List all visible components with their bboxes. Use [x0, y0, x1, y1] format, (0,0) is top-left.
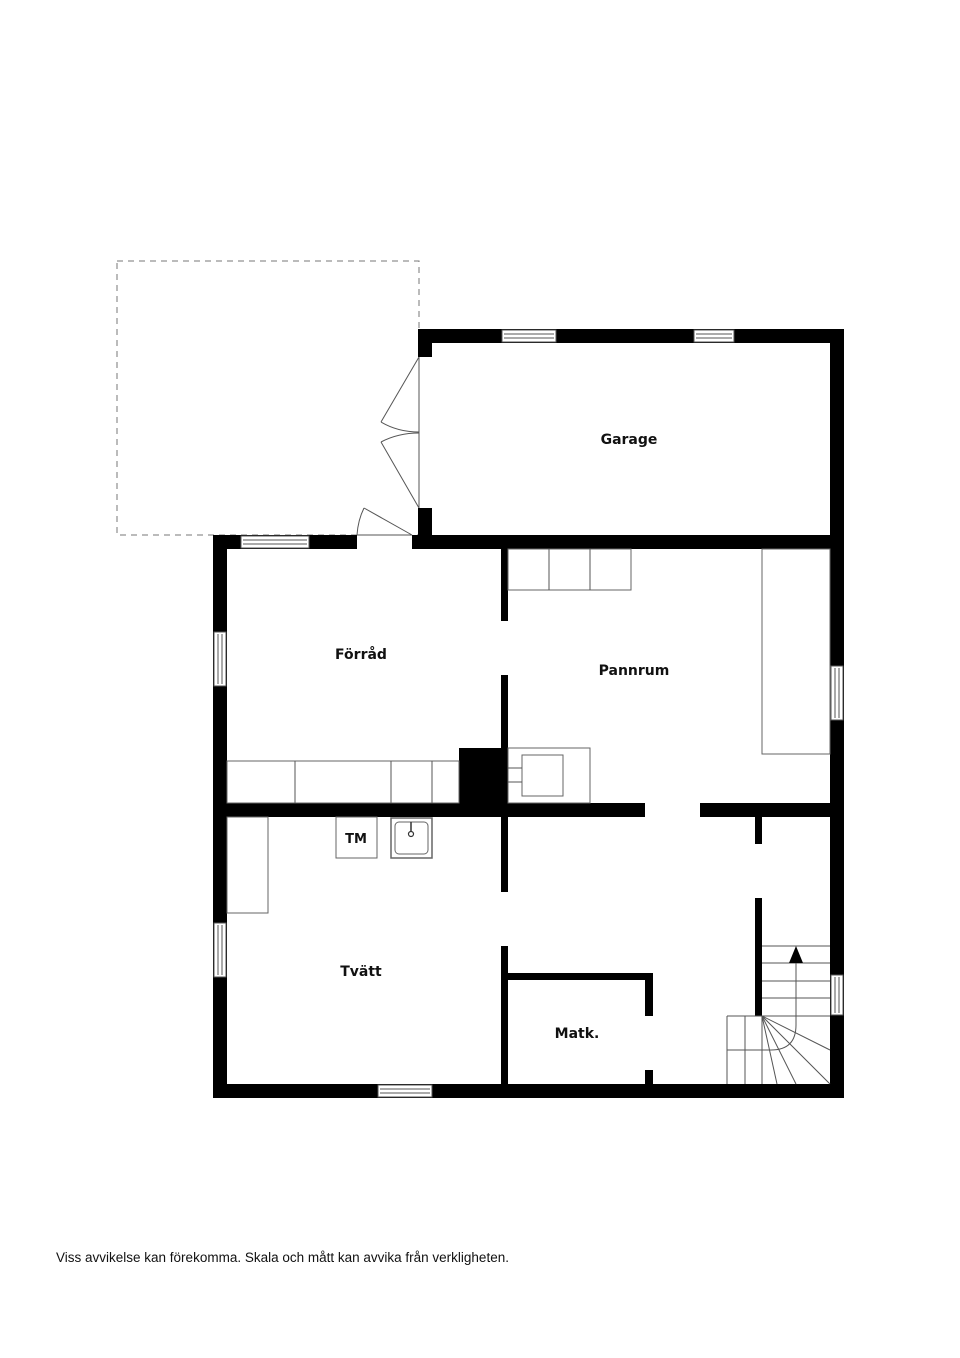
room-label-tvatt: Tvätt — [340, 964, 382, 980]
forrad-entry-door — [356, 507, 413, 536]
tvatt-window-bottom — [377, 1084, 433, 1098]
staircase — [726, 945, 831, 1085]
forrad-window-top — [240, 535, 310, 549]
pannrum-window-right — [830, 665, 844, 721]
garage-window-1 — [501, 329, 557, 343]
outdoor-area-dashed — [116, 260, 420, 536]
tm-label: TM — [345, 832, 367, 847]
disclaimer-text: Viss avvikelse kan förekomma. Skala och … — [56, 1250, 509, 1265]
forrad-window-left — [213, 631, 227, 687]
tvatt-window-left — [213, 922, 227, 978]
pannrum-top-cabinets — [507, 548, 632, 591]
garage-window-2 — [693, 329, 735, 343]
stair-window-right — [830, 974, 844, 1016]
room-label-forrad: Förråd — [335, 646, 387, 663]
garage-double-door — [380, 356, 420, 509]
arrow-up-icon — [789, 946, 803, 963]
tvatt-left-counter — [226, 816, 269, 914]
boiler-icon — [507, 747, 591, 804]
room-label-pannrum: Pannrum — [599, 663, 670, 679]
room-label-matk: Matk. — [555, 1026, 600, 1042]
washing-machine: TM — [335, 816, 378, 859]
interior-walls — [227, 549, 830, 1084]
pannrum-right-bench — [761, 548, 831, 755]
room-label-garage: Garage — [601, 432, 658, 448]
forrad-shelving — [226, 760, 460, 804]
sink-icon — [390, 817, 433, 859]
